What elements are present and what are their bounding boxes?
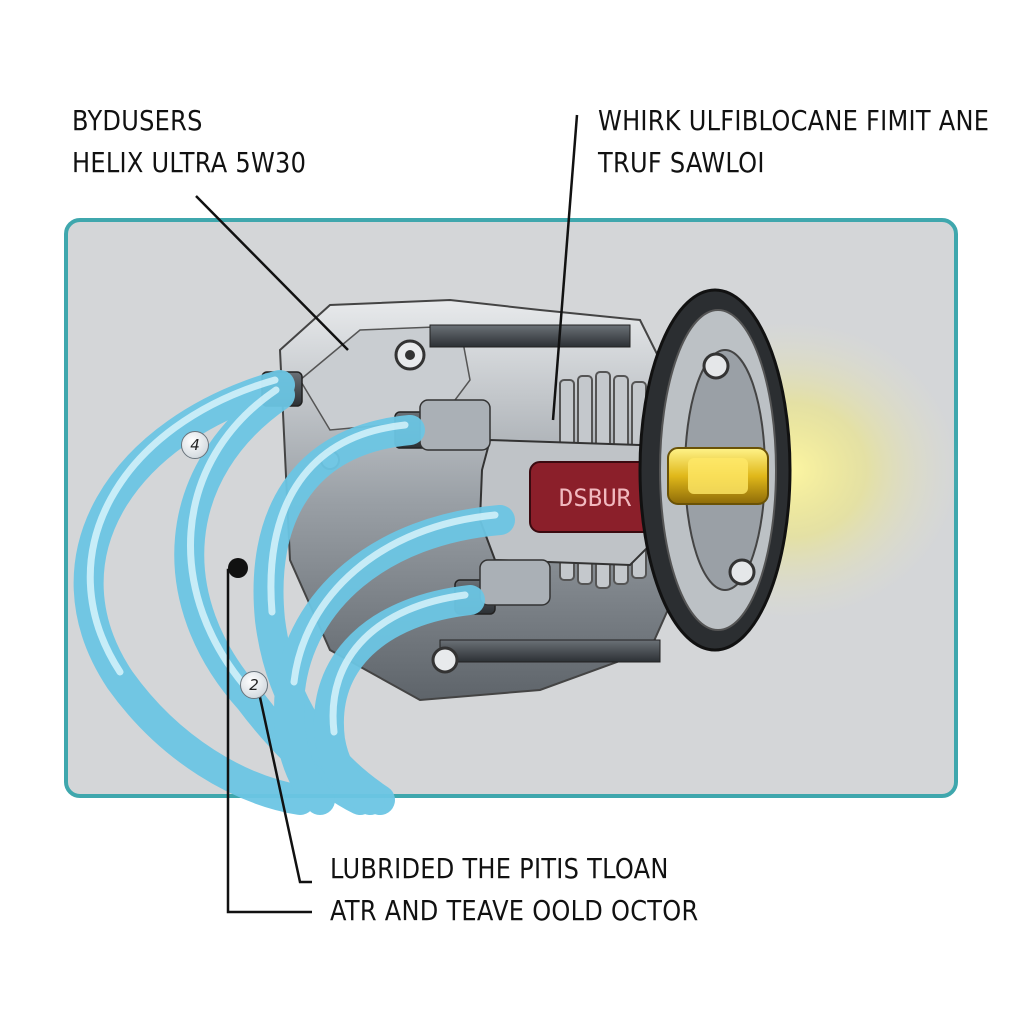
label-top-right-line1: WHIRK ULFIBLOCANE FIMIT ANE bbox=[598, 104, 990, 137]
core-text: DSBUR bbox=[559, 484, 632, 512]
label-bottom: LUBRIDED THE PITIS TLOAN ATR AND TEAVE O… bbox=[330, 848, 698, 932]
label-top-right-line2: TRUF SAWLOI bbox=[598, 146, 765, 179]
glowing-shaft bbox=[667, 447, 769, 505]
label-top-left: BYDUSERS HELIX ULTRA 5W30 bbox=[72, 100, 306, 184]
label-top-left-line2: HELIX ULTRA 5W30 bbox=[72, 146, 307, 179]
callout-dot bbox=[228, 558, 248, 578]
label-top-left-line1: BYDUSERS bbox=[72, 104, 203, 137]
label-bottom-line2: ATR AND TEAVE OOLD OCTOR bbox=[330, 894, 699, 927]
label-top-right: WHIRK ULFIBLOCANE FIMIT ANE TRUF SAWLOI bbox=[598, 100, 989, 184]
callout-badge-2: 2 bbox=[240, 671, 268, 699]
callout-badge-4: 4 bbox=[181, 431, 209, 459]
callout-lines bbox=[195, 114, 579, 914]
label-bottom-line1: LUBRIDED THE PITIS TLOAN bbox=[330, 852, 669, 885]
coolant-hoses bbox=[73, 370, 515, 815]
engine-block: DSBUR bbox=[261, 298, 692, 702]
